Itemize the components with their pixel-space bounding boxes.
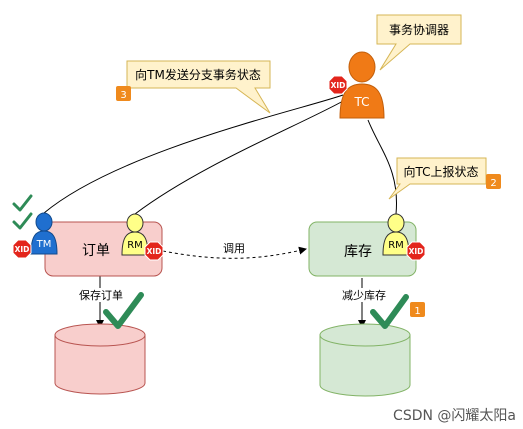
- rm-right-xid-badge: XID: [406, 241, 426, 261]
- callout-tc-report: 向TC上报状态: [388, 157, 487, 200]
- svg-text:1: 1: [414, 306, 420, 317]
- rm-left-xid-badge: XID: [144, 241, 164, 261]
- svg-text:XID: XID: [409, 247, 424, 256]
- stock-service-label: 库存: [344, 244, 372, 260]
- order-service-label: 订单: [82, 243, 110, 259]
- rm-right-label: RM: [388, 240, 404, 251]
- svg-text:XID: XID: [331, 81, 346, 90]
- tc-label: TC: [353, 95, 369, 109]
- edge-tc-to-tm: [43, 94, 344, 214]
- callout-tm-status-text: 向TM发送分支事务状态: [135, 67, 261, 82]
- edge-tc-to-rm-right: [367, 119, 398, 215]
- callout-coordinator-text: 事务协调器: [389, 22, 449, 37]
- tm-actor: TM: [30, 212, 58, 255]
- stock-database: [319, 323, 411, 397]
- watermark: CSDN @闪耀太阳a: [393, 408, 516, 424]
- step-badge-3: 3: [116, 86, 131, 101]
- svg-text:2: 2: [490, 178, 496, 189]
- save-order-label: 保存订单: [79, 288, 123, 302]
- rm-right-actor: RM: [382, 213, 410, 256]
- tc-actor: TC: [339, 51, 385, 119]
- tm-label: TM: [36, 239, 52, 250]
- check-icon-stock: [370, 294, 409, 329]
- rm-left-actor: RM: [121, 213, 149, 256]
- callout-coordinator: 事务协调器: [376, 14, 462, 71]
- svg-text:XID: XID: [15, 245, 30, 254]
- check-icon-order: [103, 292, 144, 329]
- step-badge-2: 2: [486, 174, 501, 189]
- tm-xid-badge: XID: [12, 239, 32, 259]
- callout-tc-report-text: 向TC上报状态: [403, 164, 478, 179]
- call-edge-label: 调用: [223, 242, 245, 255]
- svg-text:3: 3: [120, 90, 126, 101]
- edge-tc-to-rm-left: [134, 99, 346, 215]
- svg-text:XID: XID: [147, 247, 162, 256]
- edge-call: [162, 246, 307, 259]
- order-database: [54, 323, 146, 395]
- step-badge-1: 1: [410, 302, 425, 317]
- callout-tm-status: 向TM发送分支事务状态: [126, 60, 271, 114]
- tc-xid-badge: XID: [328, 75, 348, 95]
- check-icon-tm-top: [12, 194, 33, 212]
- check-icon-tm-bottom: [12, 212, 33, 230]
- reduce-stock-label: 减少库存: [342, 288, 386, 302]
- rm-left-label: RM: [127, 240, 143, 251]
